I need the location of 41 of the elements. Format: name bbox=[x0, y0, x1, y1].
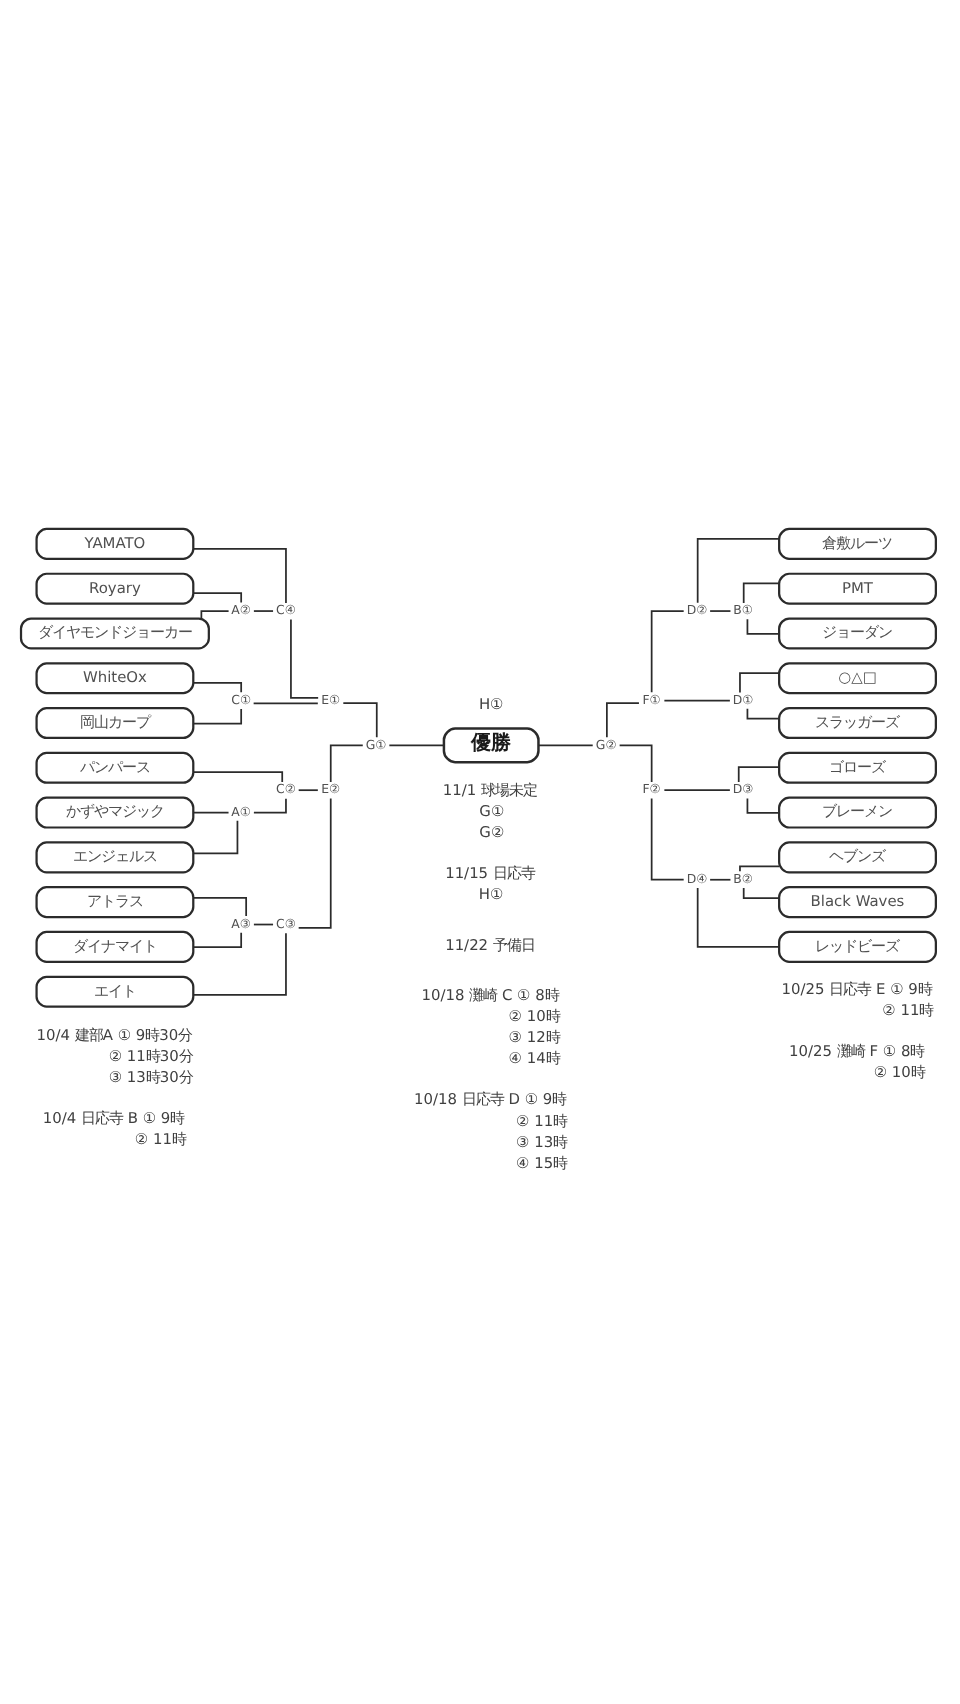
connector bbox=[192, 547, 287, 603]
connector bbox=[192, 591, 243, 603]
connector bbox=[663, 698, 731, 701]
connector bbox=[739, 864, 780, 872]
connector bbox=[290, 617, 319, 698]
connector bbox=[606, 701, 640, 738]
connector bbox=[192, 770, 284, 782]
connector bbox=[297, 796, 332, 928]
connector bbox=[388, 743, 445, 746]
connector bbox=[650, 609, 685, 693]
connector bbox=[253, 796, 287, 813]
connector bbox=[742, 581, 780, 603]
connector bbox=[746, 706, 780, 719]
connector bbox=[192, 930, 243, 948]
connector bbox=[739, 671, 780, 693]
connector bbox=[709, 877, 732, 880]
connector bbox=[192, 810, 230, 813]
connector bbox=[342, 701, 378, 738]
connector bbox=[253, 922, 274, 925]
connector bbox=[329, 743, 364, 782]
connector bbox=[650, 796, 685, 880]
connector bbox=[200, 609, 230, 619]
connector bbox=[253, 609, 274, 611]
connector bbox=[696, 886, 780, 947]
connector bbox=[618, 743, 653, 782]
connector bbox=[297, 788, 319, 791]
connector bbox=[737, 765, 780, 782]
connector bbox=[252, 701, 319, 704]
connector bbox=[709, 609, 732, 611]
connector bbox=[696, 537, 780, 603]
connector bbox=[192, 707, 243, 724]
connector bbox=[192, 895, 248, 916]
connector bbox=[746, 617, 780, 634]
connector bbox=[537, 743, 594, 746]
connector bbox=[742, 886, 780, 898]
connector bbox=[663, 788, 731, 791]
connector bbox=[192, 680, 243, 692]
connector bbox=[746, 796, 780, 813]
connector bbox=[192, 818, 239, 854]
connector bbox=[192, 931, 287, 995]
node-box: 優勝 bbox=[442, 726, 540, 763]
